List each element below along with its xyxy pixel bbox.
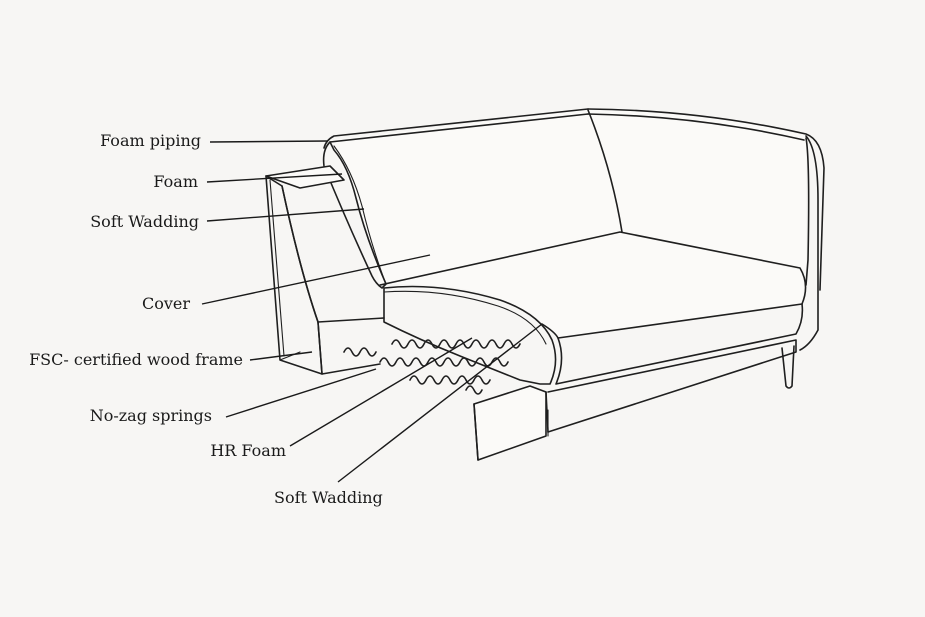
label-cover: Cover [142, 294, 190, 313]
springs-row-3 [409, 375, 491, 385]
right-piping-line [587, 113, 805, 141]
label-hr-foam: HR Foam [210, 441, 286, 460]
seat-back-edge [379, 231, 807, 305]
label-foam-piping: Foam piping [100, 131, 201, 150]
leader-lines [201, 140, 543, 483]
leader-wood-frame [249, 351, 313, 361]
front-rail-edge [473, 403, 479, 461]
callout-labels: Foam piping Foam Soft Wadding Cover FSC-… [29, 131, 383, 507]
front-rail-right [545, 391, 549, 433]
sofa-back-face [330, 110, 806, 285]
seat-wadding-line [383, 290, 547, 345]
leader-cover [201, 254, 431, 305]
base-front [547, 339, 797, 433]
back-piping-line [329, 113, 589, 143]
foam-section-hatched [322, 141, 387, 289]
leader-foam-piping [209, 140, 329, 143]
label-soft-wadding-top: Soft Wadding [90, 212, 199, 231]
back-top-edge [323, 108, 589, 149]
seat-cushion-top [380, 232, 804, 338]
frame-bottom-rail [317, 321, 381, 375]
foam-inner-line [333, 145, 387, 285]
leader-hr-foam [289, 337, 473, 447]
right-arm-outer [799, 135, 819, 351]
back-corner-seam [587, 109, 623, 233]
springs-row-1 [343, 339, 521, 357]
frame-inner-edge [281, 185, 385, 323]
leader-soft-wadding-bottom [337, 323, 543, 483]
label-soft-wadding-bottom: Soft Wadding [274, 488, 383, 507]
front-rail-block [473, 385, 547, 461]
label-foam: Foam [153, 172, 198, 191]
sofa-leg [781, 345, 795, 389]
leader-springs [225, 368, 377, 418]
right-arm-inner [805, 137, 810, 286]
springs-row-2 [379, 357, 509, 367]
right-back-top-edge [587, 108, 825, 291]
leader-foam [206, 173, 343, 183]
springs-row-4 [465, 385, 483, 395]
leader-soft-wadding-top [206, 208, 365, 222]
label-springs: No-zag springs [90, 406, 212, 425]
frame-top [265, 165, 345, 189]
frame-left-edge [269, 179, 285, 357]
label-wood-frame: FSC- certified wood frame [29, 350, 243, 369]
hr-foam-section-hatched [383, 285, 557, 385]
frame-left-panel [265, 175, 323, 375]
seat-front-face [555, 303, 804, 385]
sofa-illustration [265, 108, 825, 461]
